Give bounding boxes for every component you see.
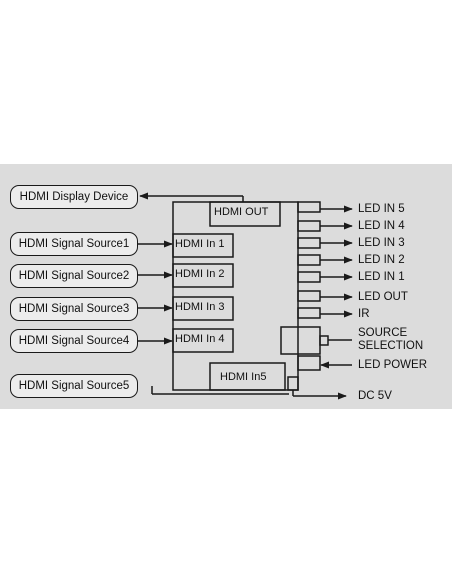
led-in2-pin [297,254,321,266]
signal-source3-label: HDMI Signal Source3 [10,297,138,321]
led-power-box [297,355,321,371]
led-power-label: LED POWER [358,359,428,371]
led-in3-label: LED IN 3 [358,237,405,249]
hdmi-in2-box [172,263,234,288]
hdmi-out-label: HDMI OUT [214,206,269,218]
ir-label: IR [358,308,370,320]
main-board-box [172,201,299,391]
hdmi-in1-label: HDMI In 1 [175,238,225,250]
led-in5-label: LED IN 5 [358,203,405,215]
led-in4-pin [297,220,321,232]
led-out-label: LED OUT [358,291,408,303]
source-selection-label-line1: SOURCE [358,327,408,339]
source-selection-box [280,326,321,355]
led-in3-pin [297,237,321,249]
hdmi-in5-label: HDMI In5 [220,371,267,383]
hdmi-in4-label: HDMI In 4 [175,333,225,345]
source-selection-button [319,335,329,346]
hdmi-out-box [209,201,281,227]
led-in1-pin [297,271,321,283]
hdmi-in1-box [172,233,234,258]
wiring-diagram [138,192,353,400]
signal-source2-label: HDMI Signal Source2 [10,264,138,288]
led-out-pin [297,290,321,302]
signal-source5-label: HDMI Signal Source5 [10,374,138,398]
dc5v-label: DC 5V [358,390,392,402]
hdmi-in3-label: HDMI In 3 [175,301,225,313]
led-in1-label: LED IN 1 [358,271,405,283]
led-in5-pin [297,201,321,213]
hdmi-in4-box [172,328,234,353]
hdmi-in3-box [172,296,234,321]
hdmi-in2-label: HDMI In 2 [175,268,225,280]
led-in4-label: LED IN 4 [358,220,405,232]
display-device-label: HDMI Display Device [10,185,138,209]
ir-pin [297,307,321,319]
dc5v-box [287,376,299,391]
source-selection-label-line2: SELECTION [358,340,424,352]
hdmi-in5-box [209,362,286,391]
signal-source4-label: HDMI Signal Source4 [10,329,138,353]
signal-source1-label: HDMI Signal Source1 [10,232,138,256]
led-in2-label: LED IN 2 [358,254,405,266]
